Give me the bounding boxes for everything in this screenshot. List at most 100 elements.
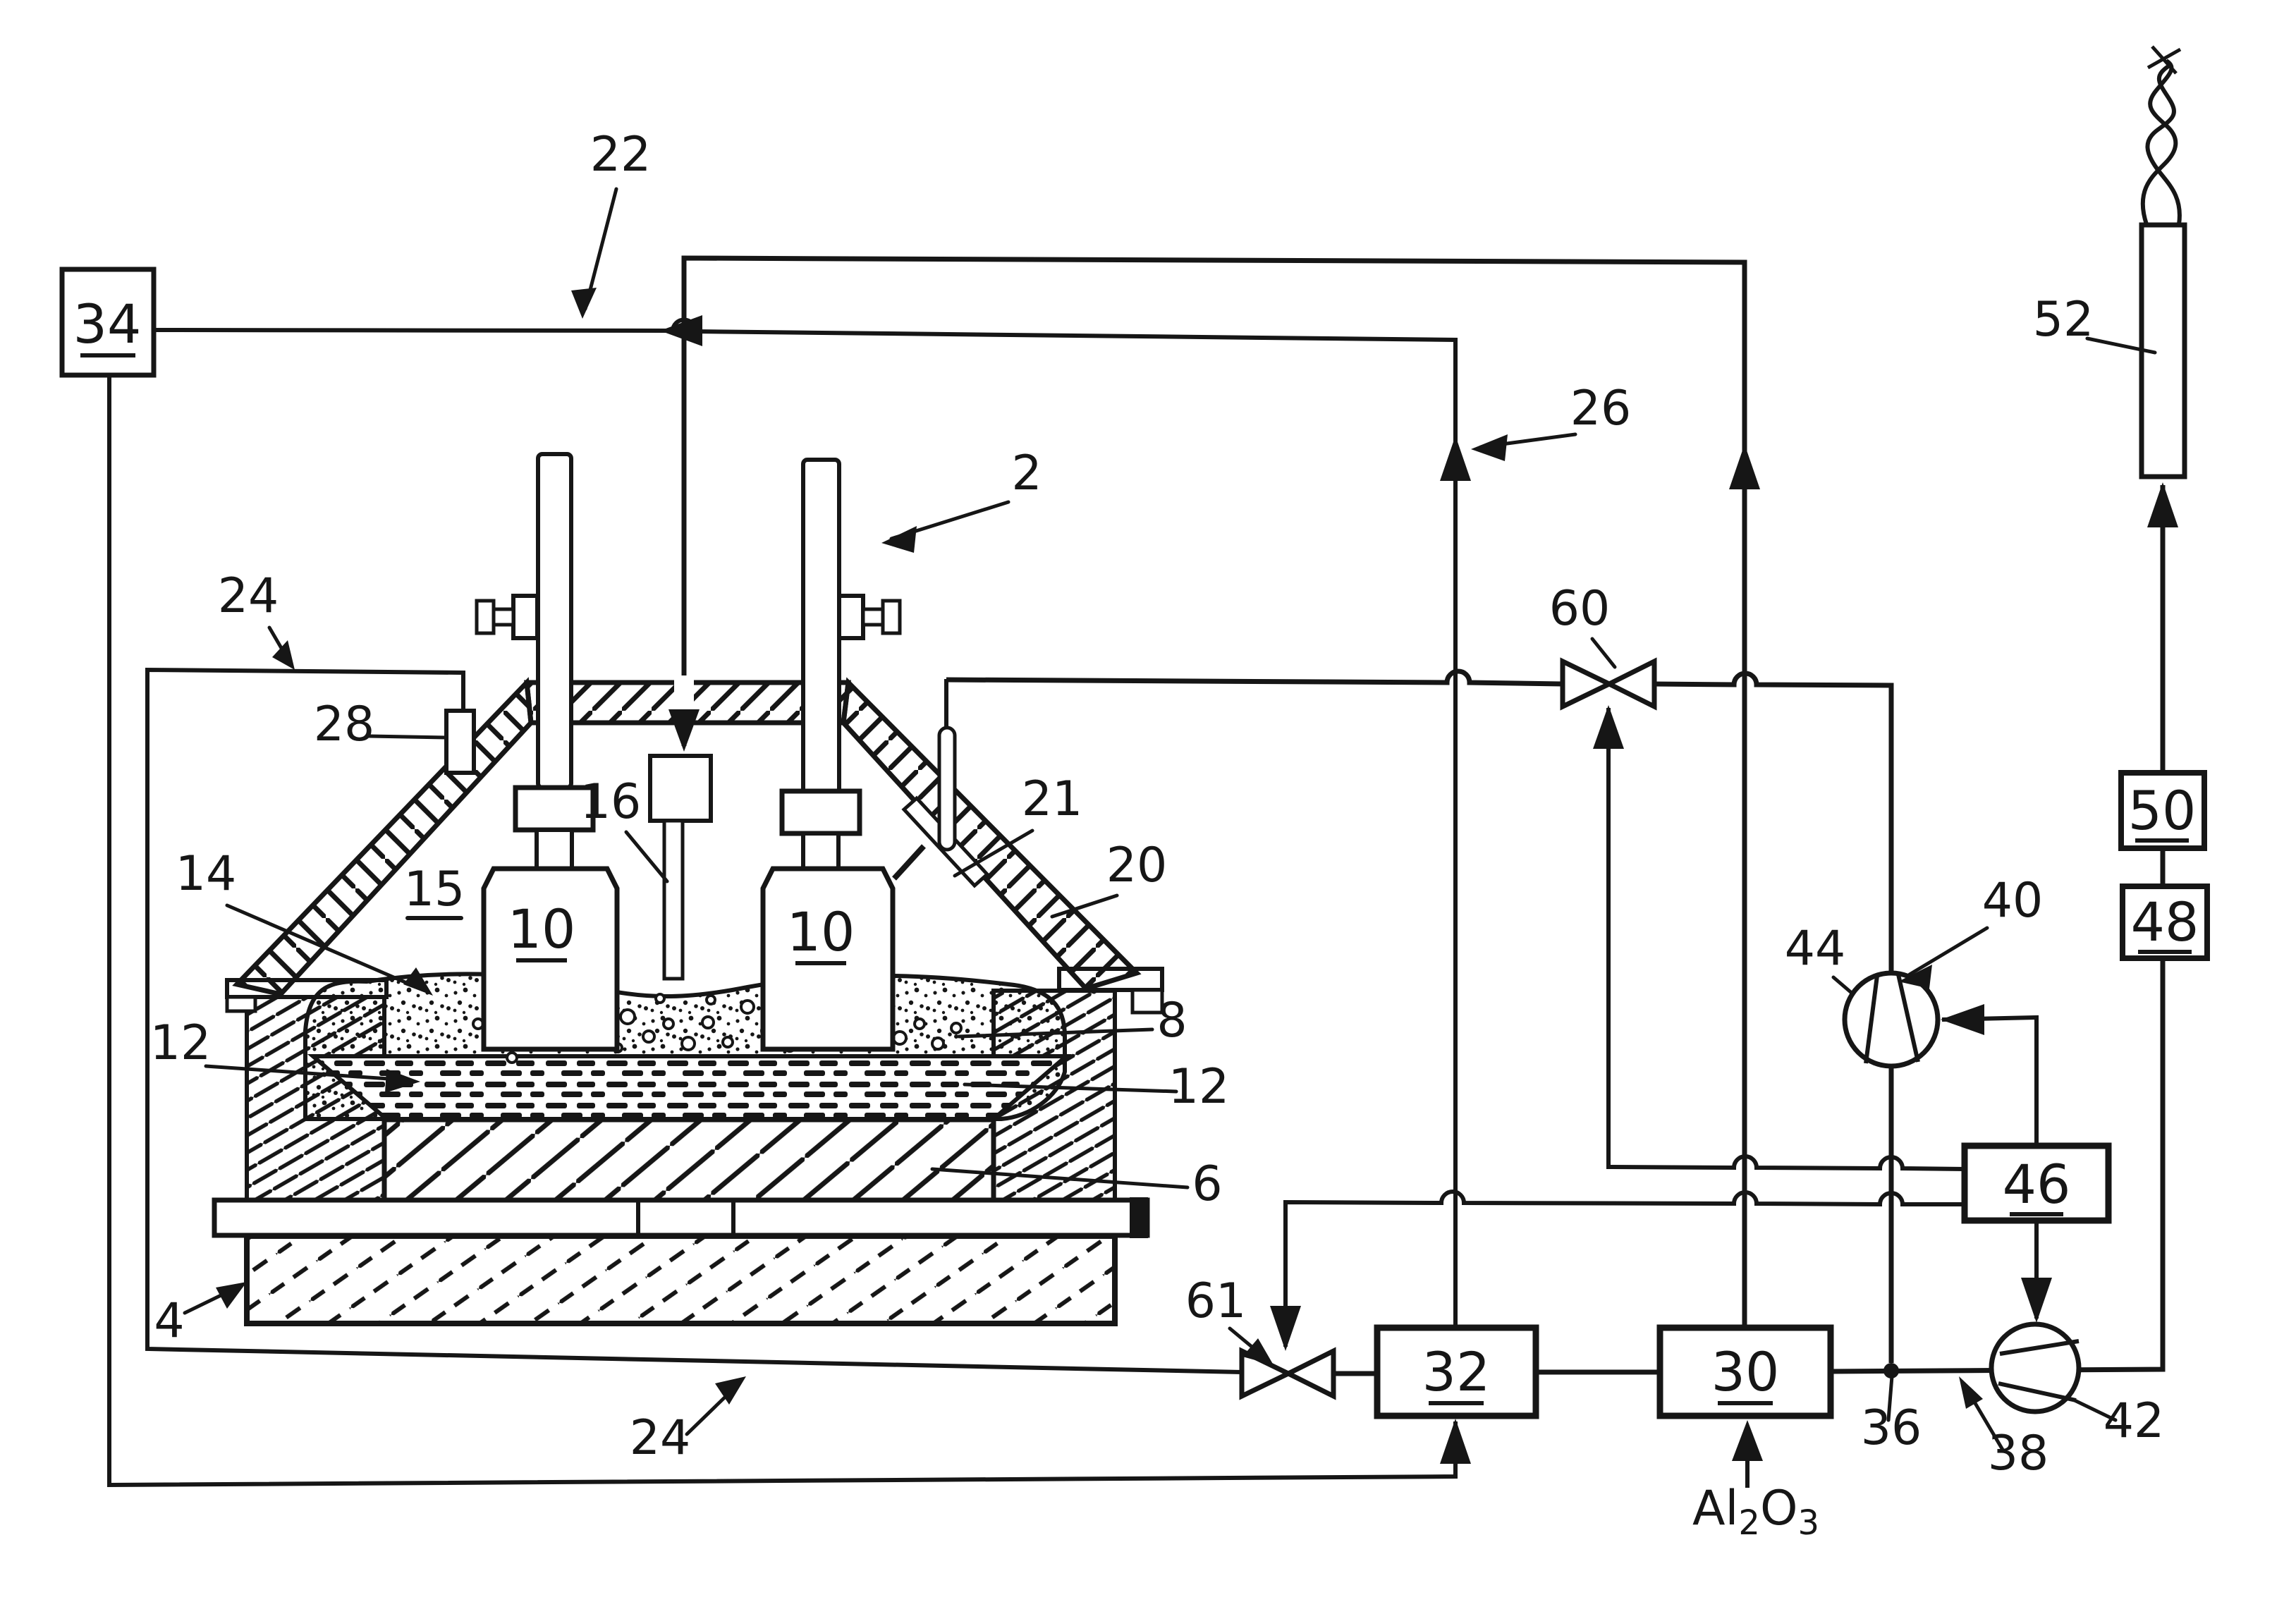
box-32-label: 32 xyxy=(1422,1340,1491,1403)
left-anode-stem xyxy=(535,828,574,871)
leader-60 xyxy=(1590,637,1617,669)
anode-assemblies: 10 10 xyxy=(475,452,902,1052)
arrowhead-2 xyxy=(881,526,917,553)
box-50 xyxy=(2118,770,2207,851)
label-20: 20 xyxy=(1106,838,1168,893)
leader-12-right xyxy=(963,1082,1178,1094)
arrow-into-blower-42 xyxy=(2021,1278,2052,1323)
alumina-input: Al2O3 xyxy=(1692,1420,1819,1543)
arrowhead-4 xyxy=(216,1282,247,1309)
breaker-paddle-tail xyxy=(892,844,926,881)
al2o3-label: Al2O3 xyxy=(1692,1481,1819,1543)
label-22: 22 xyxy=(590,127,652,183)
arrow-into-blower-44 xyxy=(1941,1004,1984,1035)
arrowhead-61 xyxy=(1242,1338,1274,1365)
arrowhead-14 xyxy=(403,967,433,996)
valve-60-branch xyxy=(1606,708,1965,1171)
leader-36 xyxy=(1886,1374,1894,1422)
right-anode-stem xyxy=(801,831,841,874)
arrowhead-12-left xyxy=(385,1069,420,1093)
label-24-bottom: 24 xyxy=(630,1410,691,1466)
leader-12-left xyxy=(204,1064,411,1082)
arrow-down-into-valve-61 xyxy=(1270,1306,1301,1351)
flame-icon xyxy=(2140,45,2182,225)
left-rod-clamp-bolt xyxy=(475,594,539,640)
label-24-top: 24 xyxy=(218,568,279,624)
label-6: 6 xyxy=(1192,1156,1222,1212)
valve-60-icon-right xyxy=(1604,657,1657,711)
left-anode-clamp xyxy=(513,785,596,833)
right-rod-clamp-bolt xyxy=(837,594,902,640)
point-feeder-16 xyxy=(648,675,713,981)
feeder-box xyxy=(648,754,713,823)
box-50-label: 50 xyxy=(2128,779,2197,842)
leader-16 xyxy=(624,830,669,883)
left-anode-rod xyxy=(536,452,573,790)
arrowhead-24-top xyxy=(272,640,295,670)
leader-28 xyxy=(367,734,448,740)
right-anode-block xyxy=(760,866,896,1052)
arrow-into-box32-bottom xyxy=(1440,1419,1471,1464)
valve-61-branch xyxy=(1283,1190,1965,1347)
arrow-toward-box34 xyxy=(660,315,702,346)
leader-20 xyxy=(1050,893,1119,919)
blower-42-vane-2 xyxy=(1998,1381,2077,1402)
label-21: 21 xyxy=(1022,771,1083,827)
reference-labels: 22 26 2 60 24 28 16 15 21 20 14 12 8 12 xyxy=(150,127,2165,1481)
label-38: 38 xyxy=(1988,1426,2049,1481)
leader-52 xyxy=(2085,336,2157,355)
leader-6 xyxy=(930,1167,1190,1190)
crust-breaker-21 xyxy=(892,679,990,888)
left-rim-lip xyxy=(225,995,257,1013)
label-40: 40 xyxy=(1982,873,2044,929)
arrow-al2o3-into-box30 xyxy=(1732,1420,1763,1461)
right-anode-clamp xyxy=(779,788,862,836)
cathode-block xyxy=(381,1117,996,1203)
label-12-right: 12 xyxy=(1168,1059,1230,1115)
valve-60-icon xyxy=(1560,657,1616,711)
bath-layer xyxy=(307,1054,1073,1121)
valve-61-icon-right xyxy=(1283,1347,1336,1400)
label-12-left: 12 xyxy=(150,1015,212,1071)
arrowhead-40 xyxy=(1898,965,1932,989)
collector-bar xyxy=(212,1197,1150,1238)
feed-line-22 xyxy=(681,255,1747,1328)
blower-44-suction-line xyxy=(1941,1015,2039,1146)
right-anode-label: 10 xyxy=(787,900,855,963)
leader-44 xyxy=(1831,975,1855,996)
recycle-lines-46: 46 xyxy=(1270,705,2112,1351)
alumina-feed-line-22 xyxy=(681,255,1760,1328)
row-connect-lines xyxy=(1332,485,2166,1376)
label-16: 16 xyxy=(580,774,642,830)
label-36: 36 xyxy=(1861,1400,1922,1456)
breaker-rod xyxy=(937,726,957,852)
leader-42 xyxy=(2072,1398,2118,1422)
blower-44-vane-2 xyxy=(1896,974,1920,1063)
arrowhead-38 xyxy=(1959,1376,1983,1409)
label-61: 61 xyxy=(1185,1273,1247,1329)
melt-layers xyxy=(303,972,1073,1121)
arrowhead-24-bottom xyxy=(715,1376,746,1405)
leader-40 xyxy=(1907,926,1989,977)
box-48-label: 48 xyxy=(2131,891,2199,953)
label-15: 15 xyxy=(404,862,465,917)
arrow-into-feeder xyxy=(668,709,700,752)
right-rim-lip xyxy=(1130,988,1164,1015)
leader-8 xyxy=(957,1027,1154,1039)
label-28: 28 xyxy=(314,697,375,752)
label-44: 44 xyxy=(1785,921,1846,977)
collector-bar-end-cap xyxy=(1130,1197,1148,1238)
label-60: 60 xyxy=(1549,581,1611,637)
arrow-into-stack xyxy=(2147,482,2178,527)
box-34-label: 34 xyxy=(73,293,142,355)
main-duct-line xyxy=(946,668,1894,1363)
box-48 xyxy=(2120,883,2210,961)
label-4: 4 xyxy=(154,1293,184,1349)
label-26: 26 xyxy=(1570,381,1632,436)
leader-14 xyxy=(225,903,425,992)
label-52: 52 xyxy=(2033,292,2094,348)
label-14: 14 xyxy=(176,846,237,902)
blower-44-vane-1 xyxy=(1864,975,1879,1064)
exhaust-duct-40 xyxy=(946,657,1941,1363)
